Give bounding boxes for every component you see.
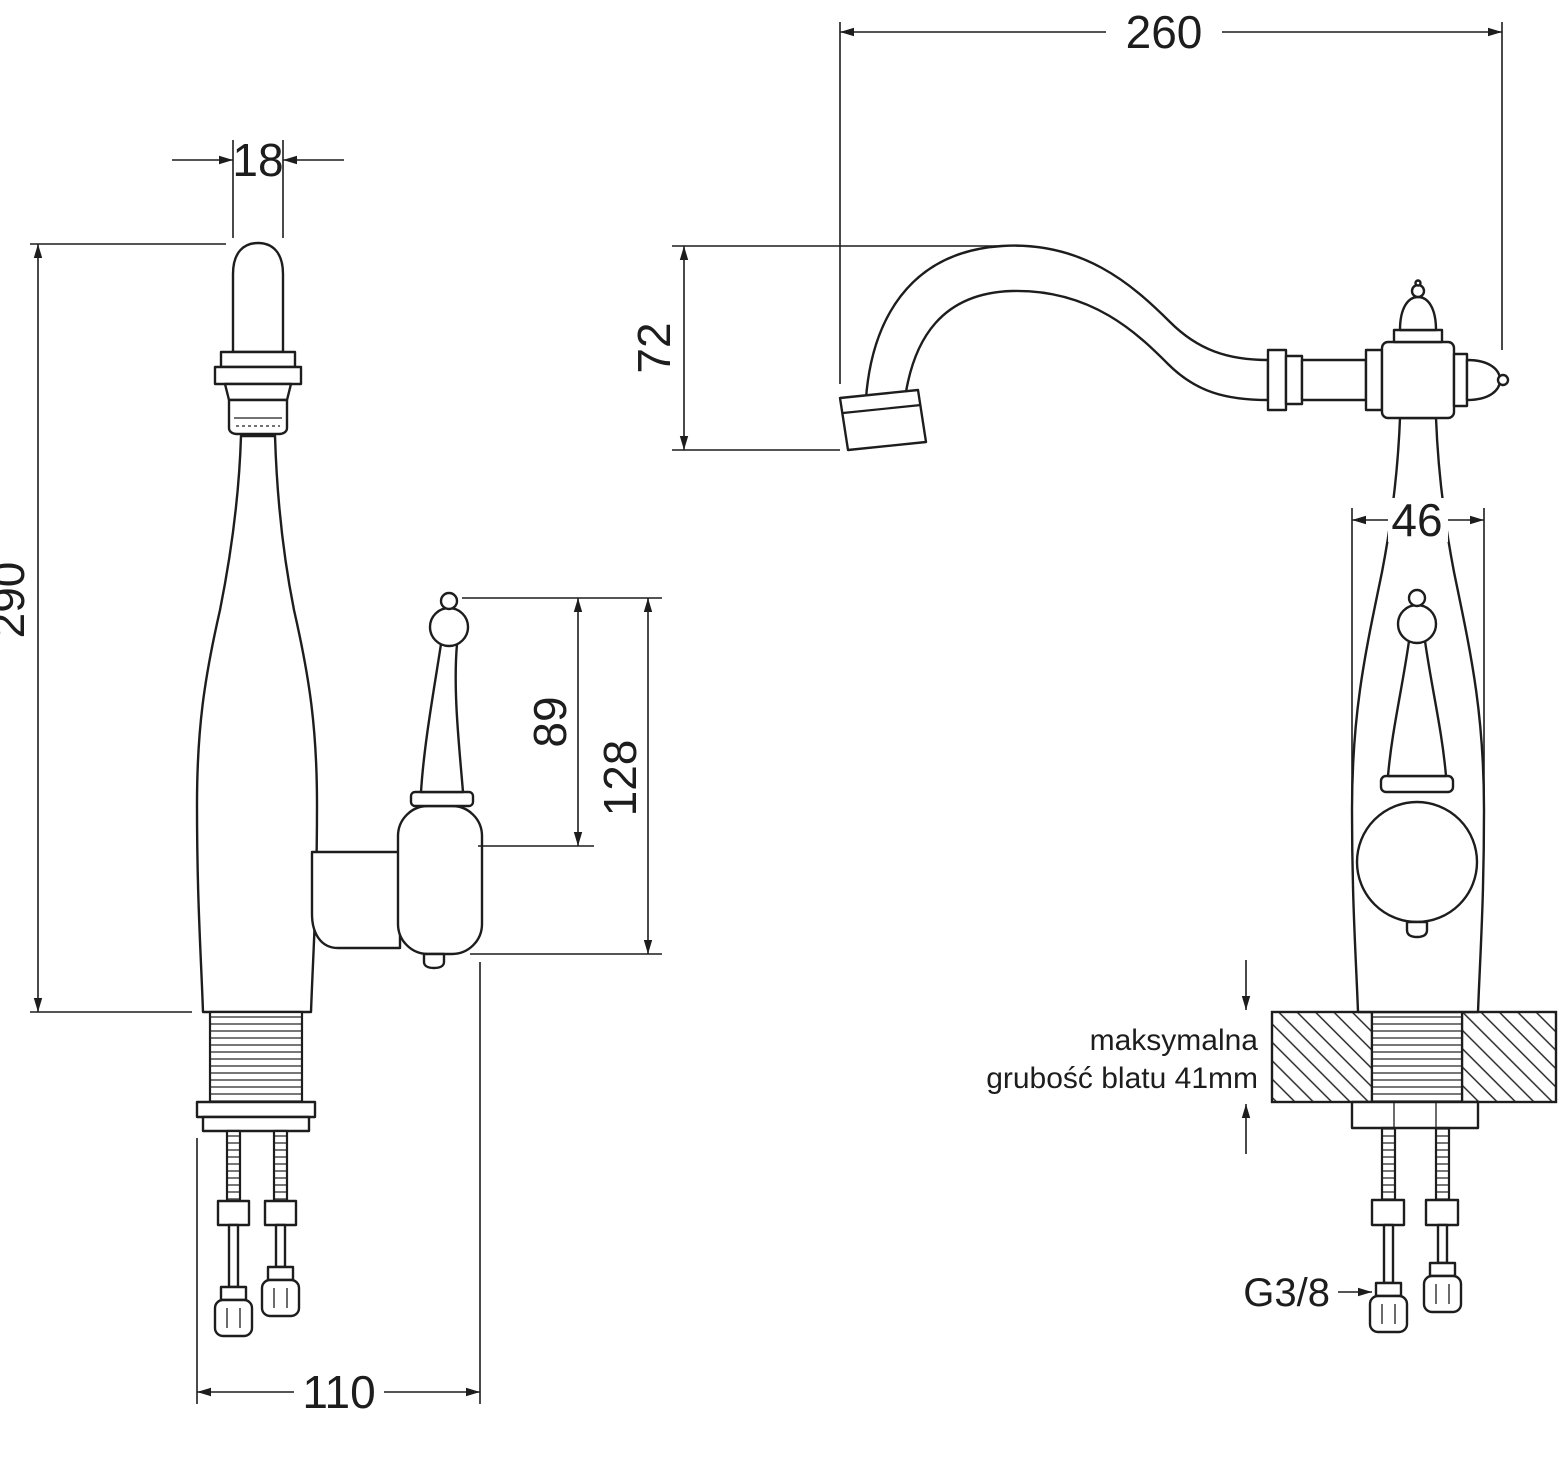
dim-label-128: 128	[594, 740, 646, 817]
dim-label-46: 46	[1391, 494, 1442, 546]
dim-body-width: 46	[1351, 494, 1485, 795]
dim-label-260: 260	[1126, 6, 1203, 58]
dim-spout-drop: 72	[628, 245, 996, 451]
right-handle	[1355, 588, 1479, 939]
left-view-faucet: 18 290 89 128 110	[0, 132, 662, 1418]
right-tee-head	[1380, 279, 1510, 420]
counter-note-line1: maksymalna	[1090, 1024, 1259, 1057]
countertop-slab	[1270, 1010, 1558, 1104]
left-mounting-parts	[195, 1010, 317, 1338]
dim-base-depth: 110	[196, 962, 481, 1418]
left-body	[195, 434, 319, 1014]
dim-spout-reach: 260	[839, 6, 1503, 384]
right-mounting-parts	[1350, 1100, 1480, 1334]
dim-label-72: 72	[628, 322, 680, 373]
thread-label: G3/8	[1243, 1271, 1330, 1315]
aerator	[838, 388, 928, 452]
counter-note-line2: grubość blatu 41mm	[986, 1062, 1258, 1095]
dim-label-110: 110	[302, 1366, 375, 1418]
dim-spout-diameter: 18	[172, 132, 344, 238]
dim-label-18: 18	[232, 134, 283, 186]
dim-lever-heights: 89 128	[462, 597, 662, 955]
thread-callout: G3/8	[1243, 1271, 1372, 1315]
dim-label-290: 290	[0, 562, 34, 639]
left-handle	[310, 591, 484, 970]
threaded-shank	[1370, 1010, 1464, 1104]
dim-total-height: 290	[0, 243, 226, 1013]
right-view-faucet: 260 72 46 maksymalna grubość blatu 41mm …	[628, 6, 1558, 1334]
right-spout	[838, 244, 1384, 452]
left-spout-outlet	[213, 241, 303, 436]
counter-thickness-note: maksymalna grubość blatu 41mm	[986, 960, 1258, 1154]
dim-label-89: 89	[524, 696, 576, 747]
